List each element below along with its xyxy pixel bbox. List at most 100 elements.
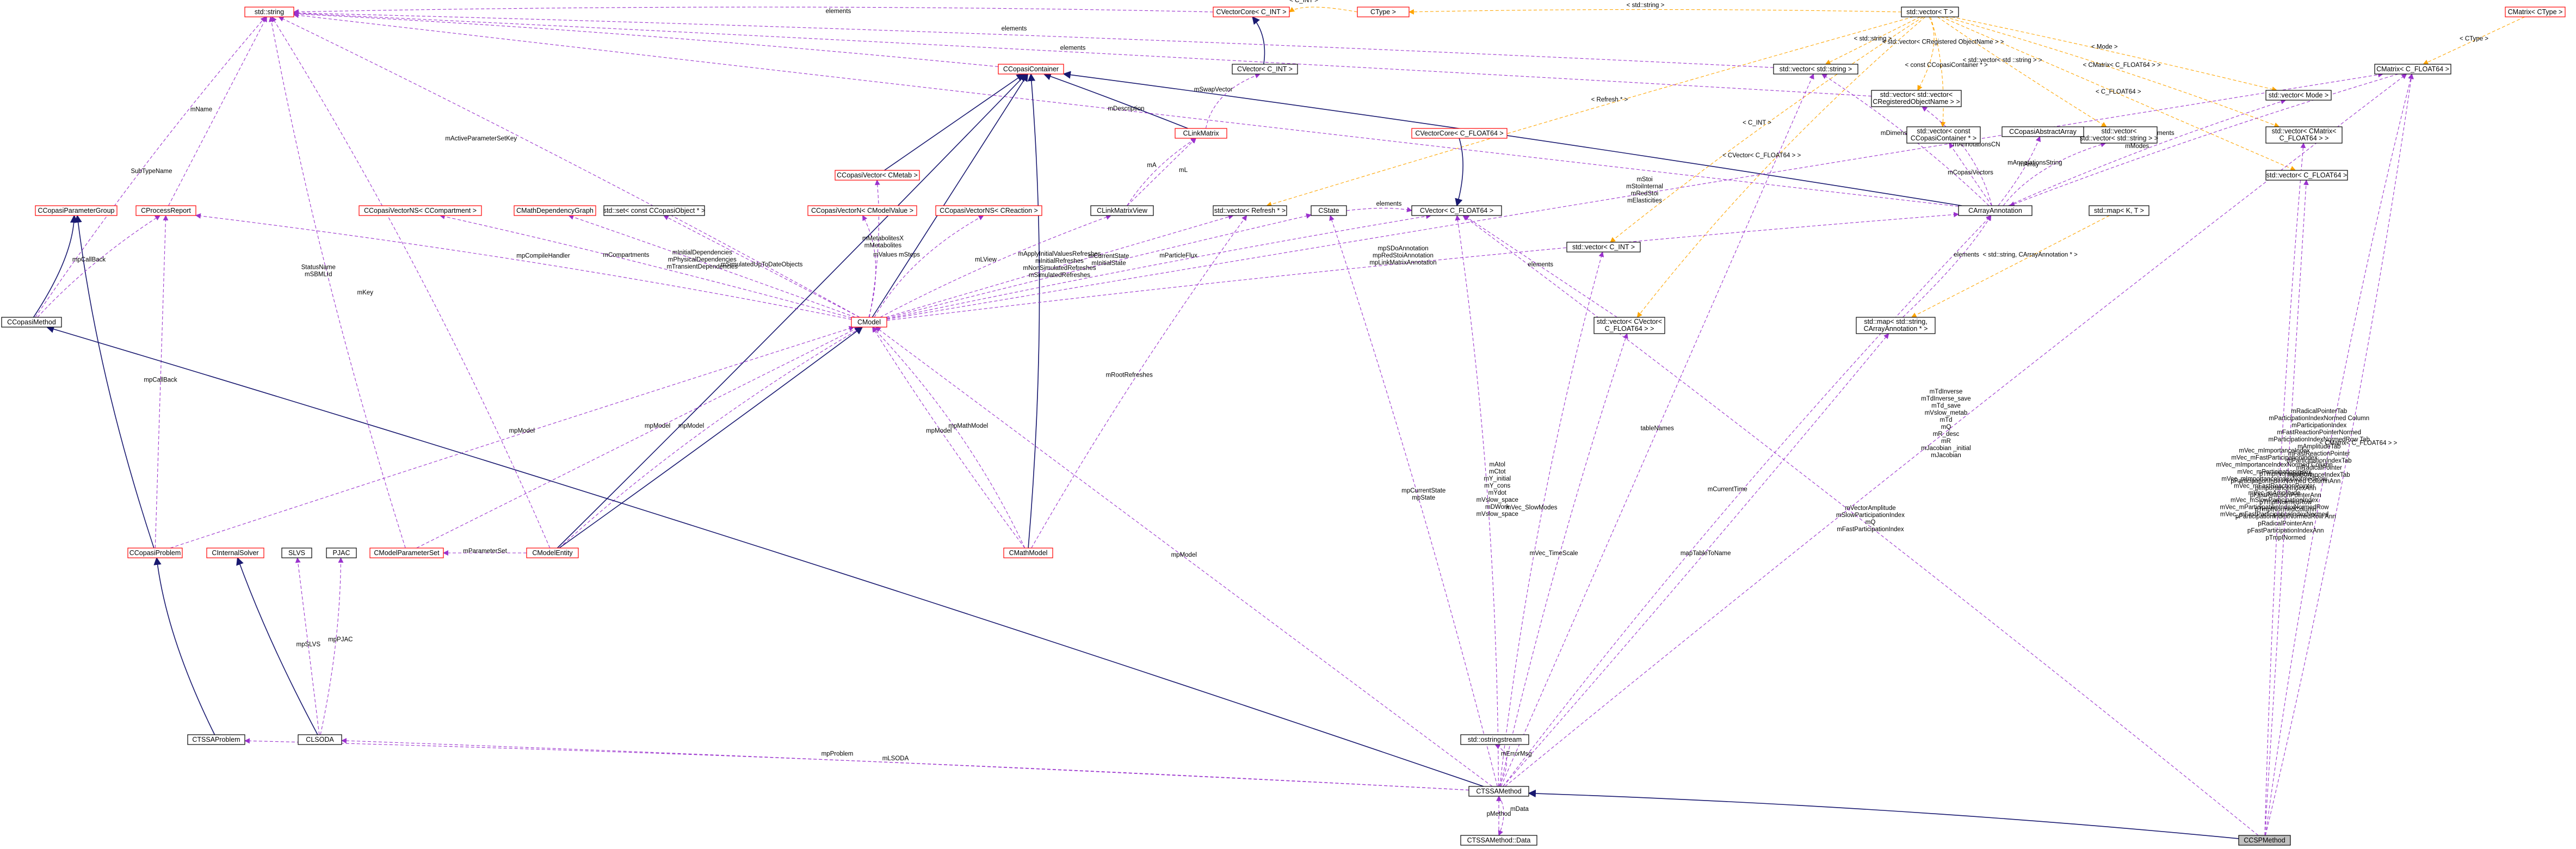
edge-cstate-to-cvector_cfloat64 — [1346, 207, 1412, 212]
node-std_map_kt[interactable]: std::map< K, T > — [2089, 205, 2149, 216]
node-label-cvector_cfloat64: CVector< C_FLOAT64 > — [1420, 207, 1493, 214]
node-box-cvectorcore_cfloat64 — [1411, 128, 1508, 139]
node-cvectorcore_cint[interactable]: CVectorCore< C_INT > — [1213, 7, 1290, 17]
node-ccopasiproblem[interactable]: CCopasiProblem — [127, 547, 183, 558]
node-std_string[interactable]: std::string — [244, 7, 294, 17]
node-ctssamethod_data[interactable]: CTSSAMethod::Data — [1460, 835, 1537, 846]
edge-cmodel-to-cstate — [886, 213, 1312, 318]
node-box-clinkmatrix — [1175, 128, 1227, 139]
node-std_vector_cint[interactable]: std::vector< C_INT > — [1566, 242, 1641, 253]
node-ctype[interactable]: CType > — [1357, 7, 1410, 17]
node-cvector_cfloat64[interactable]: CVector< C_FLOAT64 > — [1411, 205, 1502, 216]
node-cprocessreport[interactable]: CProcessReport — [135, 205, 196, 216]
node-cmodelparameterset[interactable]: CModelParameterSet — [369, 547, 444, 558]
edge-label-mrootrefreshes: mRootRefreshes — [1106, 372, 1153, 379]
node-ctssamethod[interactable]: CTSSAMethod — [1468, 786, 1529, 797]
node-carrayannotation[interactable]: CArrayAnnotation — [1958, 205, 2033, 216]
edge-label-std_string_tpl: < std::string > — [1627, 2, 1665, 9]
node-label-std_set_const_cco: std::set< const CCopasiObject * > — [603, 207, 706, 214]
edge-label-elements_top: elements — [826, 8, 851, 15]
node-cvector_cint[interactable]: CVector< C_INT > — [1232, 64, 1298, 75]
node-ccopasimethod[interactable]: CCopasiMethod — [1, 317, 62, 328]
edge-ccspmethod-to-cmatrix_cfloat64 — [2265, 73, 2414, 836]
node-cstate[interactable]: CState — [1311, 205, 1347, 216]
edge-cmodelparameterset-to-std_string — [269, 16, 406, 549]
edge-ccspmethod-to-ctssamethod — [1528, 789, 2239, 839]
edge-cmodel-to-carrayannotation — [886, 212, 1959, 321]
edge-label-mptmodel2: mpModel — [645, 423, 670, 429]
node-ccopasicontainer[interactable]: CCopasiContainer — [998, 64, 1064, 75]
node-cmodelentity[interactable]: CModelEntity — [526, 547, 579, 558]
node-ccopasiabstractarray[interactable]: CCopasiAbstractArray — [2002, 126, 2084, 137]
edge-ccopasicontainer-to-std_string — [293, 11, 999, 67]
edge-label-cfloat64_tpl: < C_FLOAT64 > — [2096, 89, 2141, 95]
node-std_vector_t[interactable]: std::vector< T > — [1901, 7, 1959, 17]
node-ccopasivectorn_ccompartment[interactable]: CCopasiVectorNS< CCompartment > — [359, 205, 482, 216]
edge-ccopasimethod-to-ccopasiparametergroup — [33, 214, 78, 318]
node-box-ccopasimethod — [1, 317, 62, 328]
node-std_vector_std_string[interactable]: std::vector< std::string > — [1773, 64, 1858, 75]
node-ctssaproblem[interactable]: CTSSAProblem — [187, 734, 245, 745]
edge-label-mannotationsstring: mAnnotationsString — [2007, 160, 2062, 167]
node-std_vector_cvector[interactable]: std::vector< CVector<C_FLOAT64 > > — [1593, 317, 1665, 334]
edge-label-ctype_tpl: < CType > — [2460, 36, 2488, 42]
edge-carrayannotation-to-std_vector_cregistered — [1922, 106, 1992, 206]
edge-cmodel-to-ccopasivectorns_creaction — [874, 215, 984, 318]
node-box-std_vector_cmatrix — [2265, 126, 2343, 144]
node-std_map_string_carray[interactable]: std::map< std::string,CArrayAnnotation *… — [1856, 317, 1936, 334]
edge-label-mdata: mData — [1510, 806, 1529, 813]
edge-ccopasiproblem-to-cmodel — [170, 325, 855, 549]
node-label-cvectorcore_cint: CVectorCore< C_INT > — [1216, 8, 1287, 16]
edge-std_vector_cregistered-to-std_string — [293, 10, 1872, 97]
node-cinternalsolver[interactable]: CInternalSolver — [206, 547, 264, 558]
node-label-cinternalsolver: CInternalSolver — [212, 549, 258, 557]
node-cmathmodel[interactable]: CMathModel — [1003, 547, 1053, 558]
node-pjac[interactable]: PJAC — [326, 547, 357, 558]
edge-ctssamethod-to-cstate — [1329, 215, 1498, 787]
node-ccopasiparametergroup[interactable]: CCopasiParameterGroup — [35, 205, 118, 216]
node-cmathdependencygraph[interactable]: CMathDependencyGraph — [514, 205, 596, 216]
node-clsoda[interactable]: CLSODA — [298, 734, 342, 745]
node-std_vector_vector_string[interactable]: std::vector<std::vector< std::string > > — [2080, 126, 2158, 144]
node-label-cmodel: CModel — [857, 318, 881, 326]
node-ccopasivectorns_creaction[interactable]: CCopasiVectorNS< CReaction > — [935, 205, 1042, 216]
node-label-std_vector_std_string: std::vector< std::string > — [1780, 65, 1852, 73]
node-std_vector_mode[interactable]: std::vector< Mode > — [2265, 90, 2332, 101]
edge-ccopasiproblem-to-ccopasiparametergroup — [74, 214, 155, 549]
node-ccopasivectorn_cmodelvalue[interactable]: CCopasiVectorN< CModelValue > — [807, 205, 917, 216]
node-cmatrix_ctype[interactable]: CMatrix< CType > — [2505, 7, 2566, 17]
node-cmodel[interactable]: CModel — [851, 317, 887, 328]
edge-cmathmodel-to-ccopasicontainer — [1027, 73, 1040, 549]
edge-ctssamethod-to-ctssamethod_data — [1498, 796, 1504, 836]
edge-label-std_vector_std_string_tpl: < std::vector< std ::string > > — [1963, 57, 2042, 64]
node-ccopasivector_cmetab[interactable]: CCopasiVector< CMetab > — [835, 170, 920, 181]
edge-label-mkey: mKey — [357, 290, 374, 296]
node-std_set_const_cco[interactable]: std::set< const CCopasiObject * > — [603, 205, 706, 216]
node-cvectorcore_cfloat64[interactable]: CVectorCore< C_FLOAT64 > — [1411, 128, 1508, 139]
edge-std_vector_t-to-std_vector_cvector — [1636, 16, 1926, 318]
node-std_vector_cfloat64[interactable]: std::vector< C_FLOAT64 > — [2265, 170, 2348, 181]
node-std_vector_cmatrix[interactable]: std::vector< CMatrix<C_FLOAT64 > > — [2265, 126, 2343, 144]
node-std_vector_refresh[interactable]: std::vector< Refresh * > — [1213, 205, 1287, 216]
edge-carrayannotation-to-std_vector_vector_string — [2003, 142, 2106, 206]
node-slvs[interactable]: SLVS — [281, 547, 312, 558]
edge-label-cmatrix_cfloat64_right: < CMatrix< C_FLOAT64 > > — [2319, 440, 2397, 447]
node-cmatrix_cfloat64[interactable]: CMatrix< C_FLOAT64 > — [2374, 64, 2451, 75]
node-clinkmatrix[interactable]: CLinkMatrix — [1175, 128, 1227, 139]
node-label-cprocessreport: CProcessReport — [141, 207, 191, 214]
node-ccspmethod[interactable]: CCSPMethod — [2238, 835, 2291, 846]
node-std_ostringstream[interactable]: std::ostringstream — [1460, 734, 1529, 745]
node-clinkmatrixview[interactable]: CLinkMatrixView — [1090, 205, 1154, 216]
node-box-std_vector_mode — [2265, 90, 2332, 101]
edge-cvectorcore_cfloat64-to-cvector_cfloat64 — [1455, 138, 1463, 207]
edge-label-msimulatedup: mSimulatedUpToDateObjects — [721, 262, 803, 268]
node-box-cmodelentity — [526, 547, 579, 558]
edge-cmodel-to-std_set_const_cco — [663, 215, 860, 318]
edge-ccopasivector_cmetab-to-ccopasicontainer — [884, 73, 1025, 171]
node-box-ccopasivectorn_cmodelvalue — [807, 205, 917, 216]
node-box-ccopasivector_cmetab — [835, 170, 920, 181]
node-std_vector_cregistered[interactable]: std::vector< std::vector<CRegisteredObje… — [1871, 90, 1962, 107]
node-label-std_vector_cvector: std::vector< CVector<C_FLOAT64 > > — [1597, 318, 1662, 333]
